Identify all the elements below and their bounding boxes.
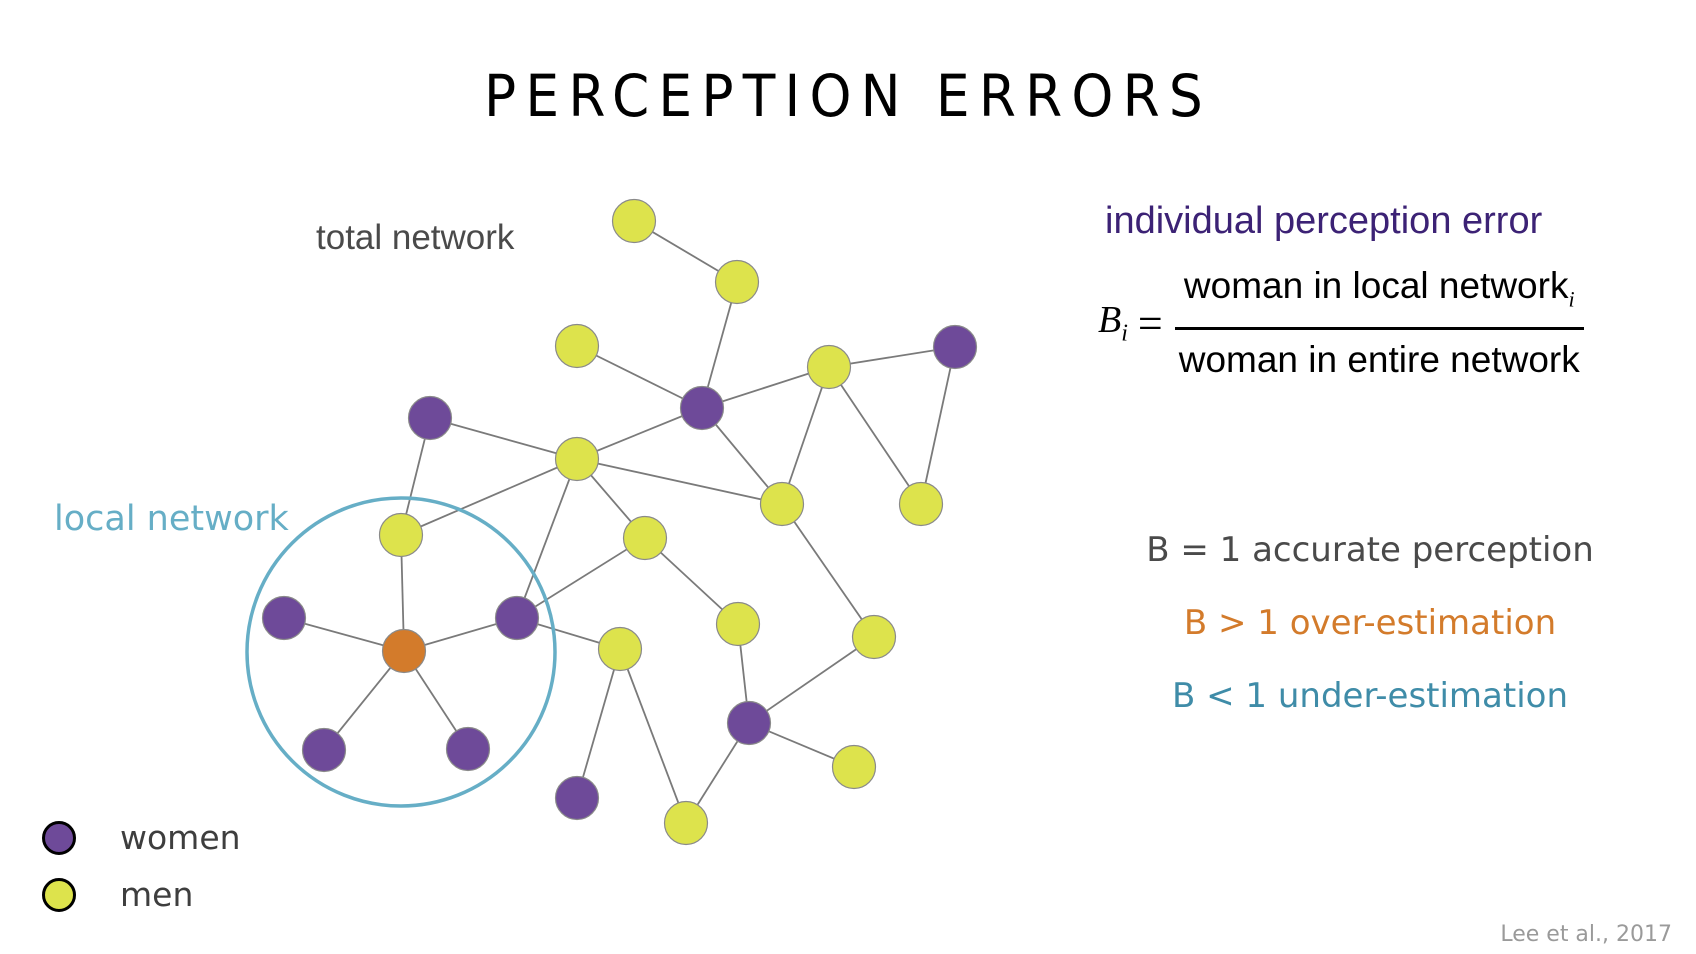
- formula-fraction: woman in local networki woman in entire …: [1174, 262, 1584, 384]
- man-node: [663, 800, 709, 846]
- man-node: [898, 481, 944, 527]
- woman-node: [261, 595, 307, 641]
- man-node: [378, 512, 424, 558]
- network-edge: [576, 407, 703, 460]
- total-network-label: total network: [316, 218, 515, 257]
- man-node: [806, 344, 852, 390]
- ego-node: [381, 628, 427, 674]
- numerator-text: woman in local network: [1183, 265, 1569, 306]
- network-edge: [619, 648, 687, 824]
- network-edge: [701, 366, 830, 409]
- citation: Lee et al., 2017: [1500, 922, 1672, 947]
- network-edge: [516, 458, 578, 619]
- formula-subscript: i: [1121, 320, 1128, 347]
- woman-node: [554, 775, 600, 821]
- network-edge: [400, 458, 578, 536]
- formula-numerator: woman in local networki: [1180, 262, 1579, 323]
- under-estimation-text: B < 1 under-estimation: [1171, 676, 1569, 716]
- network-edge: [516, 537, 646, 619]
- man-node: [831, 744, 877, 790]
- man-node: [597, 626, 643, 672]
- legend-men-label: men: [120, 875, 194, 914]
- woman-node: [932, 324, 978, 370]
- formula-equals: =: [1137, 298, 1163, 348]
- formula-lhs: Bi: [1098, 298, 1128, 348]
- formula-denominator: woman in entire network: [1178, 339, 1580, 381]
- network-edge: [429, 417, 578, 460]
- man-node: [759, 481, 805, 527]
- legend-women-label: women: [120, 818, 241, 857]
- woman-node: [301, 727, 347, 773]
- network-edge: [828, 366, 922, 505]
- local-network-circle: [245, 496, 557, 808]
- network-edge: [920, 346, 956, 505]
- formula-symbol: B: [1098, 299, 1122, 342]
- fraction-bar: [1174, 327, 1584, 331]
- woman-node: [445, 726, 491, 772]
- woman-node: [407, 395, 453, 441]
- network-edge: [576, 648, 621, 799]
- perception-error-formula: Bi = woman in local networki woman in en…: [1098, 262, 1584, 384]
- legend-men: men: [42, 875, 193, 914]
- network-edge: [781, 366, 830, 505]
- man-node: [851, 614, 897, 660]
- woman-node: [494, 595, 540, 641]
- men-swatch-icon: [42, 877, 76, 912]
- woman-node: [726, 700, 772, 746]
- man-node: [622, 515, 668, 561]
- man-node: [714, 259, 760, 305]
- numerator-subscript: i: [1568, 286, 1575, 312]
- network-edge: [576, 345, 703, 409]
- man-node: [611, 198, 657, 244]
- legend-women: women: [42, 818, 241, 857]
- man-node: [554, 323, 600, 369]
- accurate-perception-text: B = 1 accurate perception: [1146, 530, 1594, 570]
- nodes-layer: [261, 198, 978, 846]
- network-edge: [781, 503, 875, 638]
- man-node: [715, 601, 761, 647]
- woman-node: [679, 385, 725, 431]
- network-edge: [576, 458, 783, 505]
- network-edge: [748, 636, 875, 724]
- man-node: [554, 436, 600, 482]
- over-estimation-text: B > 1 over-estimation: [1183, 603, 1557, 643]
- local-network-label: local network: [54, 499, 289, 539]
- slide-title: PERCEPTION ERRORS: [484, 62, 1212, 130]
- women-swatch-icon: [42, 820, 76, 855]
- formula-title: individual perception error: [1105, 200, 1543, 242]
